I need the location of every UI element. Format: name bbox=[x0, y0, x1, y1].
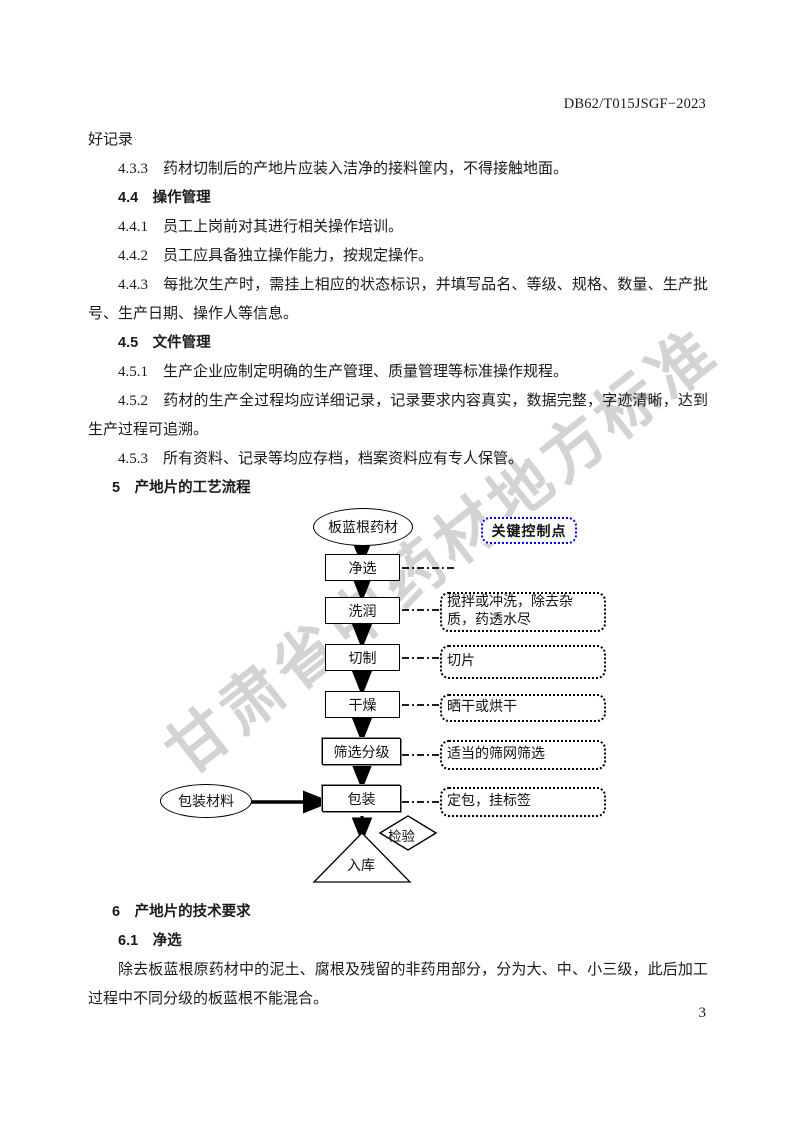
carryover-line: 好记录 bbox=[88, 132, 134, 148]
storage-triangle bbox=[312, 832, 412, 883]
flow-note-1: 搅拌或冲洗，除去杂质，药透水尽 bbox=[440, 592, 606, 632]
flow-step-0: 净选 bbox=[325, 554, 400, 581]
flow-step-3: 干燥 bbox=[325, 691, 400, 718]
packaging-material-node: 包装材料 bbox=[160, 784, 252, 818]
standard-number: DB62/T015JSGF−2023 bbox=[563, 96, 706, 112]
flow-note-2: 切片 bbox=[440, 645, 606, 679]
heading-6-1: 6.1 净选 bbox=[118, 933, 182, 949]
clause-4-3-3: 4.3.3 药材切制后的产地片应装入洁净的接料筐内，不得接触地面。 bbox=[118, 161, 569, 177]
flow-note-4: 适当的筛网筛选 bbox=[440, 740, 606, 770]
clause-4-4-1: 4.4.1 员工上岗前对其进行相关操作培训。 bbox=[118, 219, 404, 235]
flow-step-4: 筛选分级 bbox=[322, 738, 401, 765]
heading-4-4: 4.4 操作管理 bbox=[118, 190, 211, 206]
document-body: 好记录 4.3.3 药材切制后的产地片应装入洁净的接料筐内，不得接触地面。 4.… bbox=[88, 126, 708, 503]
flow-step-1: 洗润 bbox=[325, 597, 400, 624]
inspection-label: 检验 bbox=[388, 829, 415, 844]
process-flowchart: 板蓝根药材 关键控制点 净选 洗润 切制 干燥 筛选分级 包装 包装材料 搅拌或… bbox=[0, 498, 794, 890]
heading-5: 5 产地片的工艺流程 bbox=[112, 480, 251, 496]
document-body-lower: 6 产地片的技术要求 6.1 净选 除去板蓝根原药材中的泥土、腐根及残留的非药用… bbox=[88, 898, 708, 1014]
heading-6: 6 产地片的技术要求 bbox=[112, 904, 251, 920]
clause-4-5-3: 4.5.3 所有资料、记录等均应存档，档案资料应有专人保管。 bbox=[118, 451, 524, 467]
flow-step-5: 包装 bbox=[322, 785, 401, 812]
flow-start-node: 板蓝根药材 bbox=[313, 508, 413, 546]
key-control-point-legend: 关键控制点 bbox=[481, 517, 577, 544]
clause-4-5-2: 4.5.2 药材的生产全过程均应详细记录，记录要求内容真实，数据完整，字迹清晰，… bbox=[88, 393, 708, 438]
flow-note-5: 定包，挂标签 bbox=[440, 787, 606, 817]
clause-6-1: 除去板蓝根原药材中的泥土、腐根及残留的非药用部分，分为大、中、小三级，此后加工过… bbox=[88, 962, 708, 1007]
clause-4-4-2: 4.4.2 员工应具备独立操作能力，按规定操作。 bbox=[118, 248, 434, 264]
clause-4-5-1: 4.5.1 生产企业应制定明确的生产管理、质量管理等标准操作规程。 bbox=[118, 364, 569, 380]
dash-dot-links bbox=[402, 567, 455, 803]
flow-step-2: 切制 bbox=[325, 644, 400, 671]
storage-label: 入库 bbox=[347, 859, 375, 874]
flowchart-connectors bbox=[248, 540, 455, 883]
heading-4-5: 4.5 文件管理 bbox=[118, 335, 211, 351]
page-number: 3 bbox=[698, 1005, 707, 1021]
clause-4-4-3: 4.4.3 每批次生产时，需挂上相应的状态标识，并填写品名、等级、规格、数量、生… bbox=[88, 277, 708, 322]
flow-note-3: 晒干或烘干 bbox=[440, 694, 606, 722]
